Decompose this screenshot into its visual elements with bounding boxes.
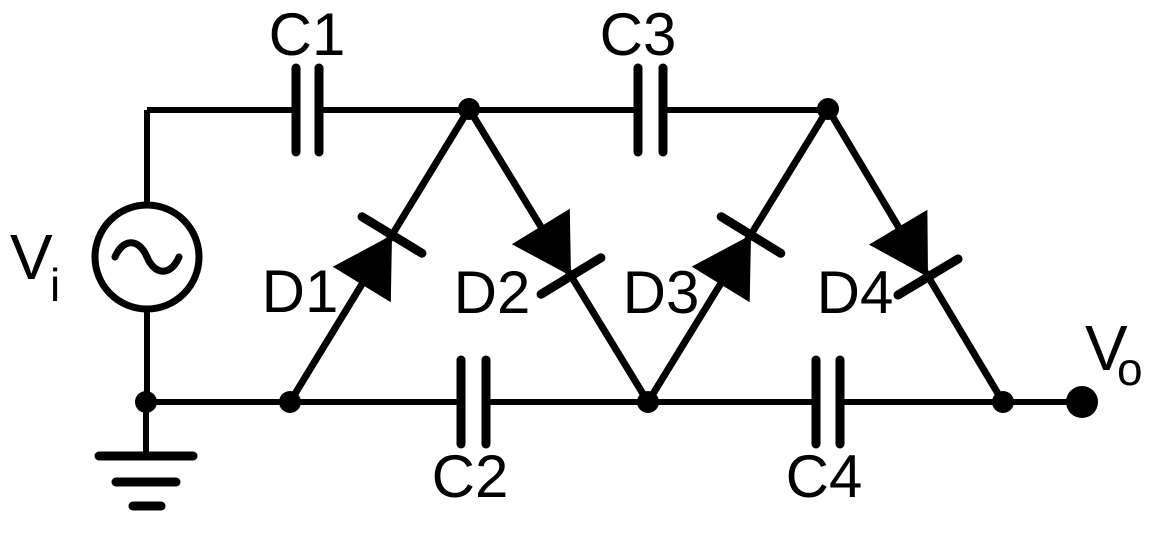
label-vi-sub: i [50, 259, 60, 311]
diode-d3-arrow-icon [691, 235, 751, 303]
label-d2: D2 [454, 259, 531, 326]
junction-dot-bottom-2 [637, 391, 659, 413]
label-d4: D4 [817, 259, 894, 326]
diode-d2-cathode-bar [536, 253, 606, 299]
junction-dot-bottom-1 [279, 391, 301, 413]
capacitor-c2-symbol [456, 355, 491, 449]
diode-d4-arrow-icon [869, 209, 928, 277]
capacitor-c4-symbol [811, 355, 845, 449]
label-c1: C1 [269, 1, 346, 68]
label-c2: C2 [432, 443, 509, 510]
label-d3: D3 [623, 259, 700, 326]
junction-dot-top-2 [817, 98, 839, 120]
junction-dot-top-1 [458, 98, 480, 120]
ac-source-symbol [91, 110, 203, 402]
diode-d2-symbol [466, 107, 651, 404]
label-c4: C4 [786, 443, 863, 510]
diode-d2-arrow-icon [511, 208, 571, 276]
label-vi: V [10, 221, 53, 293]
capacitor-c1-symbol [291, 63, 324, 157]
junction-dot-bottom-3 [992, 391, 1014, 413]
ground-symbol [94, 402, 198, 511]
diode-d3-symbol [645, 107, 831, 404]
junction-dot-ground [135, 391, 157, 413]
output-terminal-dot [1066, 386, 1098, 418]
label-d1: D1 [262, 258, 339, 325]
capacitor-c3-symbol [633, 63, 668, 157]
label-c3: C3 [600, 1, 677, 68]
sine-wave-icon [111, 239, 183, 275]
diode-d1-arrow-icon [332, 235, 392, 303]
label-vo-sub: o [1117, 343, 1143, 395]
diode-d4-cathode-bar [893, 254, 963, 300]
label-vo: V [1085, 312, 1128, 384]
diode-d3-cathode-bar [716, 212, 786, 258]
diode-d1-cathode-bar [357, 212, 427, 258]
diode-d1-symbol [287, 107, 472, 404]
diode-d4-symbol [824, 107, 1007, 404]
